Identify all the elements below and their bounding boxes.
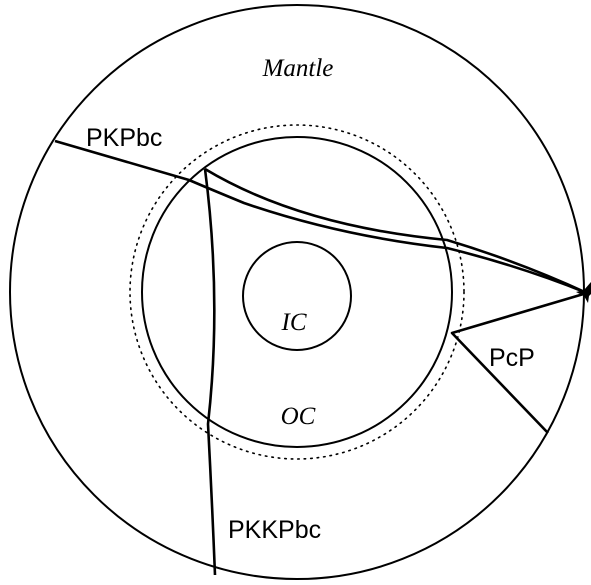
pkkpbc-upper-ray-path — [204, 167, 588, 295]
inner-core-label: IC — [281, 309, 307, 336]
outer-core-label: OC — [281, 403, 316, 430]
pkpbc-label: PKPbc — [86, 124, 162, 152]
pkpbc-ray-path — [54, 139, 588, 295]
earth-surface-circle — [9, 4, 585, 580]
outer-core-boundary-circle — [141, 136, 453, 448]
pkkpbc-label: PKKPbc — [228, 516, 321, 544]
pcp-label: PcP — [489, 344, 535, 372]
inner-core-boundary-circle — [242, 241, 352, 351]
d-double-prime-layer-dotted-circle — [129, 124, 465, 460]
pkkpbc-ray-path — [203, 168, 217, 576]
pcp-ray-path — [450, 291, 588, 434]
receiver-star-icon — [576, 282, 591, 303]
mantle-label: Mantle — [262, 55, 334, 82]
